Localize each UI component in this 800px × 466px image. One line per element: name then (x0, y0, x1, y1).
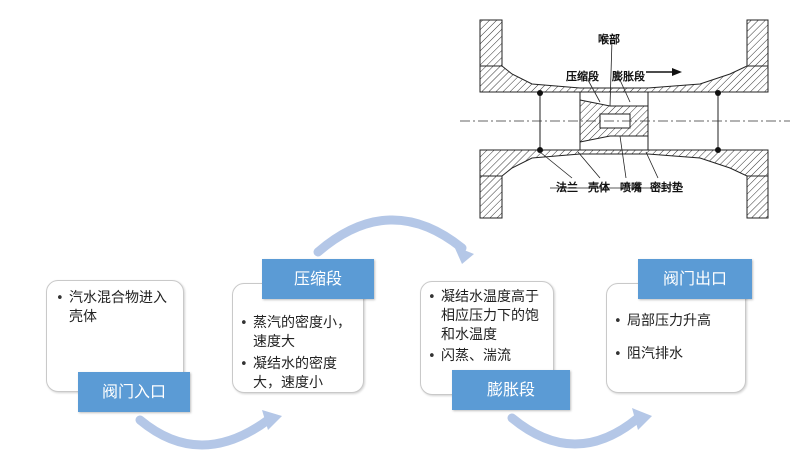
label-expansion: 膨胀段 (612, 70, 645, 83)
arrow-head (262, 410, 282, 430)
arrow-head (632, 408, 652, 430)
label-flange: 法兰 (556, 181, 578, 194)
seal-dot (715, 147, 721, 153)
label-throat: 喉部 (598, 33, 620, 46)
stage-tag-outlet: 阀门出口 (638, 259, 752, 299)
stage-tag-inlet: 阀门入口 (78, 372, 190, 412)
arrow-head (454, 246, 474, 264)
stage-item: 局部压力升高 (611, 312, 741, 331)
stage-box-compression: 蒸汽的密度小，速度大 凝结水的密度大，速度小 (232, 283, 364, 393)
stage-item: 汽水混合物进入壳体 (53, 289, 177, 327)
stage-item: 蒸汽的密度小，速度大 (237, 314, 359, 352)
label-compression: 压缩段 (566, 70, 599, 83)
stage-box-outlet: 局部压力升高 阻汽排水 (606, 283, 746, 393)
label-gasket: 密封垫 (650, 181, 683, 194)
stage-tag-expansion: 膨胀段 (452, 370, 570, 410)
stage-item: 闪蒸、湍流 (425, 347, 549, 366)
stage-tag-compression: 压缩段 (262, 259, 374, 299)
arrow-expansion-to-exit (507, 413, 643, 449)
stage-item: 阻汽排水 (611, 345, 741, 364)
label-shell: 壳体 (588, 181, 610, 194)
seal-dot (537, 147, 543, 153)
lower-shell-wall (479, 149, 769, 177)
arrow-compression-to-expansion (313, 215, 467, 257)
stage-item: 凝结水的密度大，速度小 (237, 355, 359, 393)
label-nozzle: 喷嘴 (620, 181, 642, 194)
seal-dot (537, 90, 543, 96)
valve-cross-section-drawing (460, 19, 790, 219)
seal-dot (715, 90, 721, 96)
arrow-entry-to-compression (135, 415, 273, 450)
stage-item: 凝结水温度高于相应压力下的饱和水温度 (425, 288, 549, 345)
